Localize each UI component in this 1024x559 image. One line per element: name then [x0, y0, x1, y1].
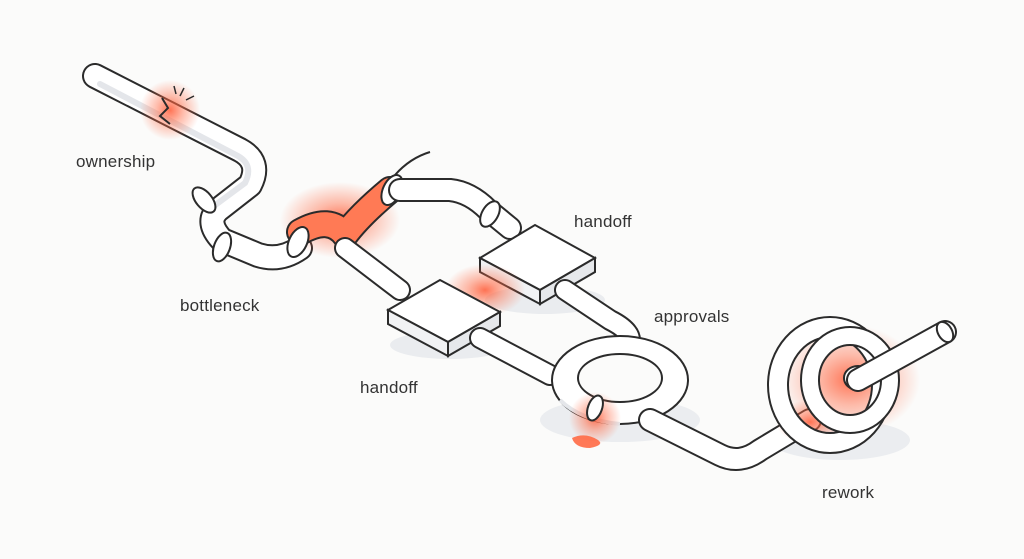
crack-icon [140, 80, 200, 140]
pipe-joint-1 [191, 186, 233, 263]
pipe-main-upper [82, 63, 313, 271]
rework-knot [767, 316, 957, 454]
label-handoff-upper: handoff [574, 212, 632, 231]
label-rework: rework [822, 483, 875, 502]
leak-icon [569, 392, 621, 448]
pipe-lower-branch [334, 237, 411, 301]
pipe-to-approvals-lower [469, 327, 561, 386]
pipe-upper-branch [388, 178, 522, 240]
label-bottleneck: bottleneck [180, 296, 260, 315]
handoff-box-lower [385, 264, 525, 358]
label-approvals: approvals [654, 307, 730, 326]
label-ownership: ownership [76, 152, 156, 171]
label-handoff-lower: handoff [360, 378, 418, 397]
